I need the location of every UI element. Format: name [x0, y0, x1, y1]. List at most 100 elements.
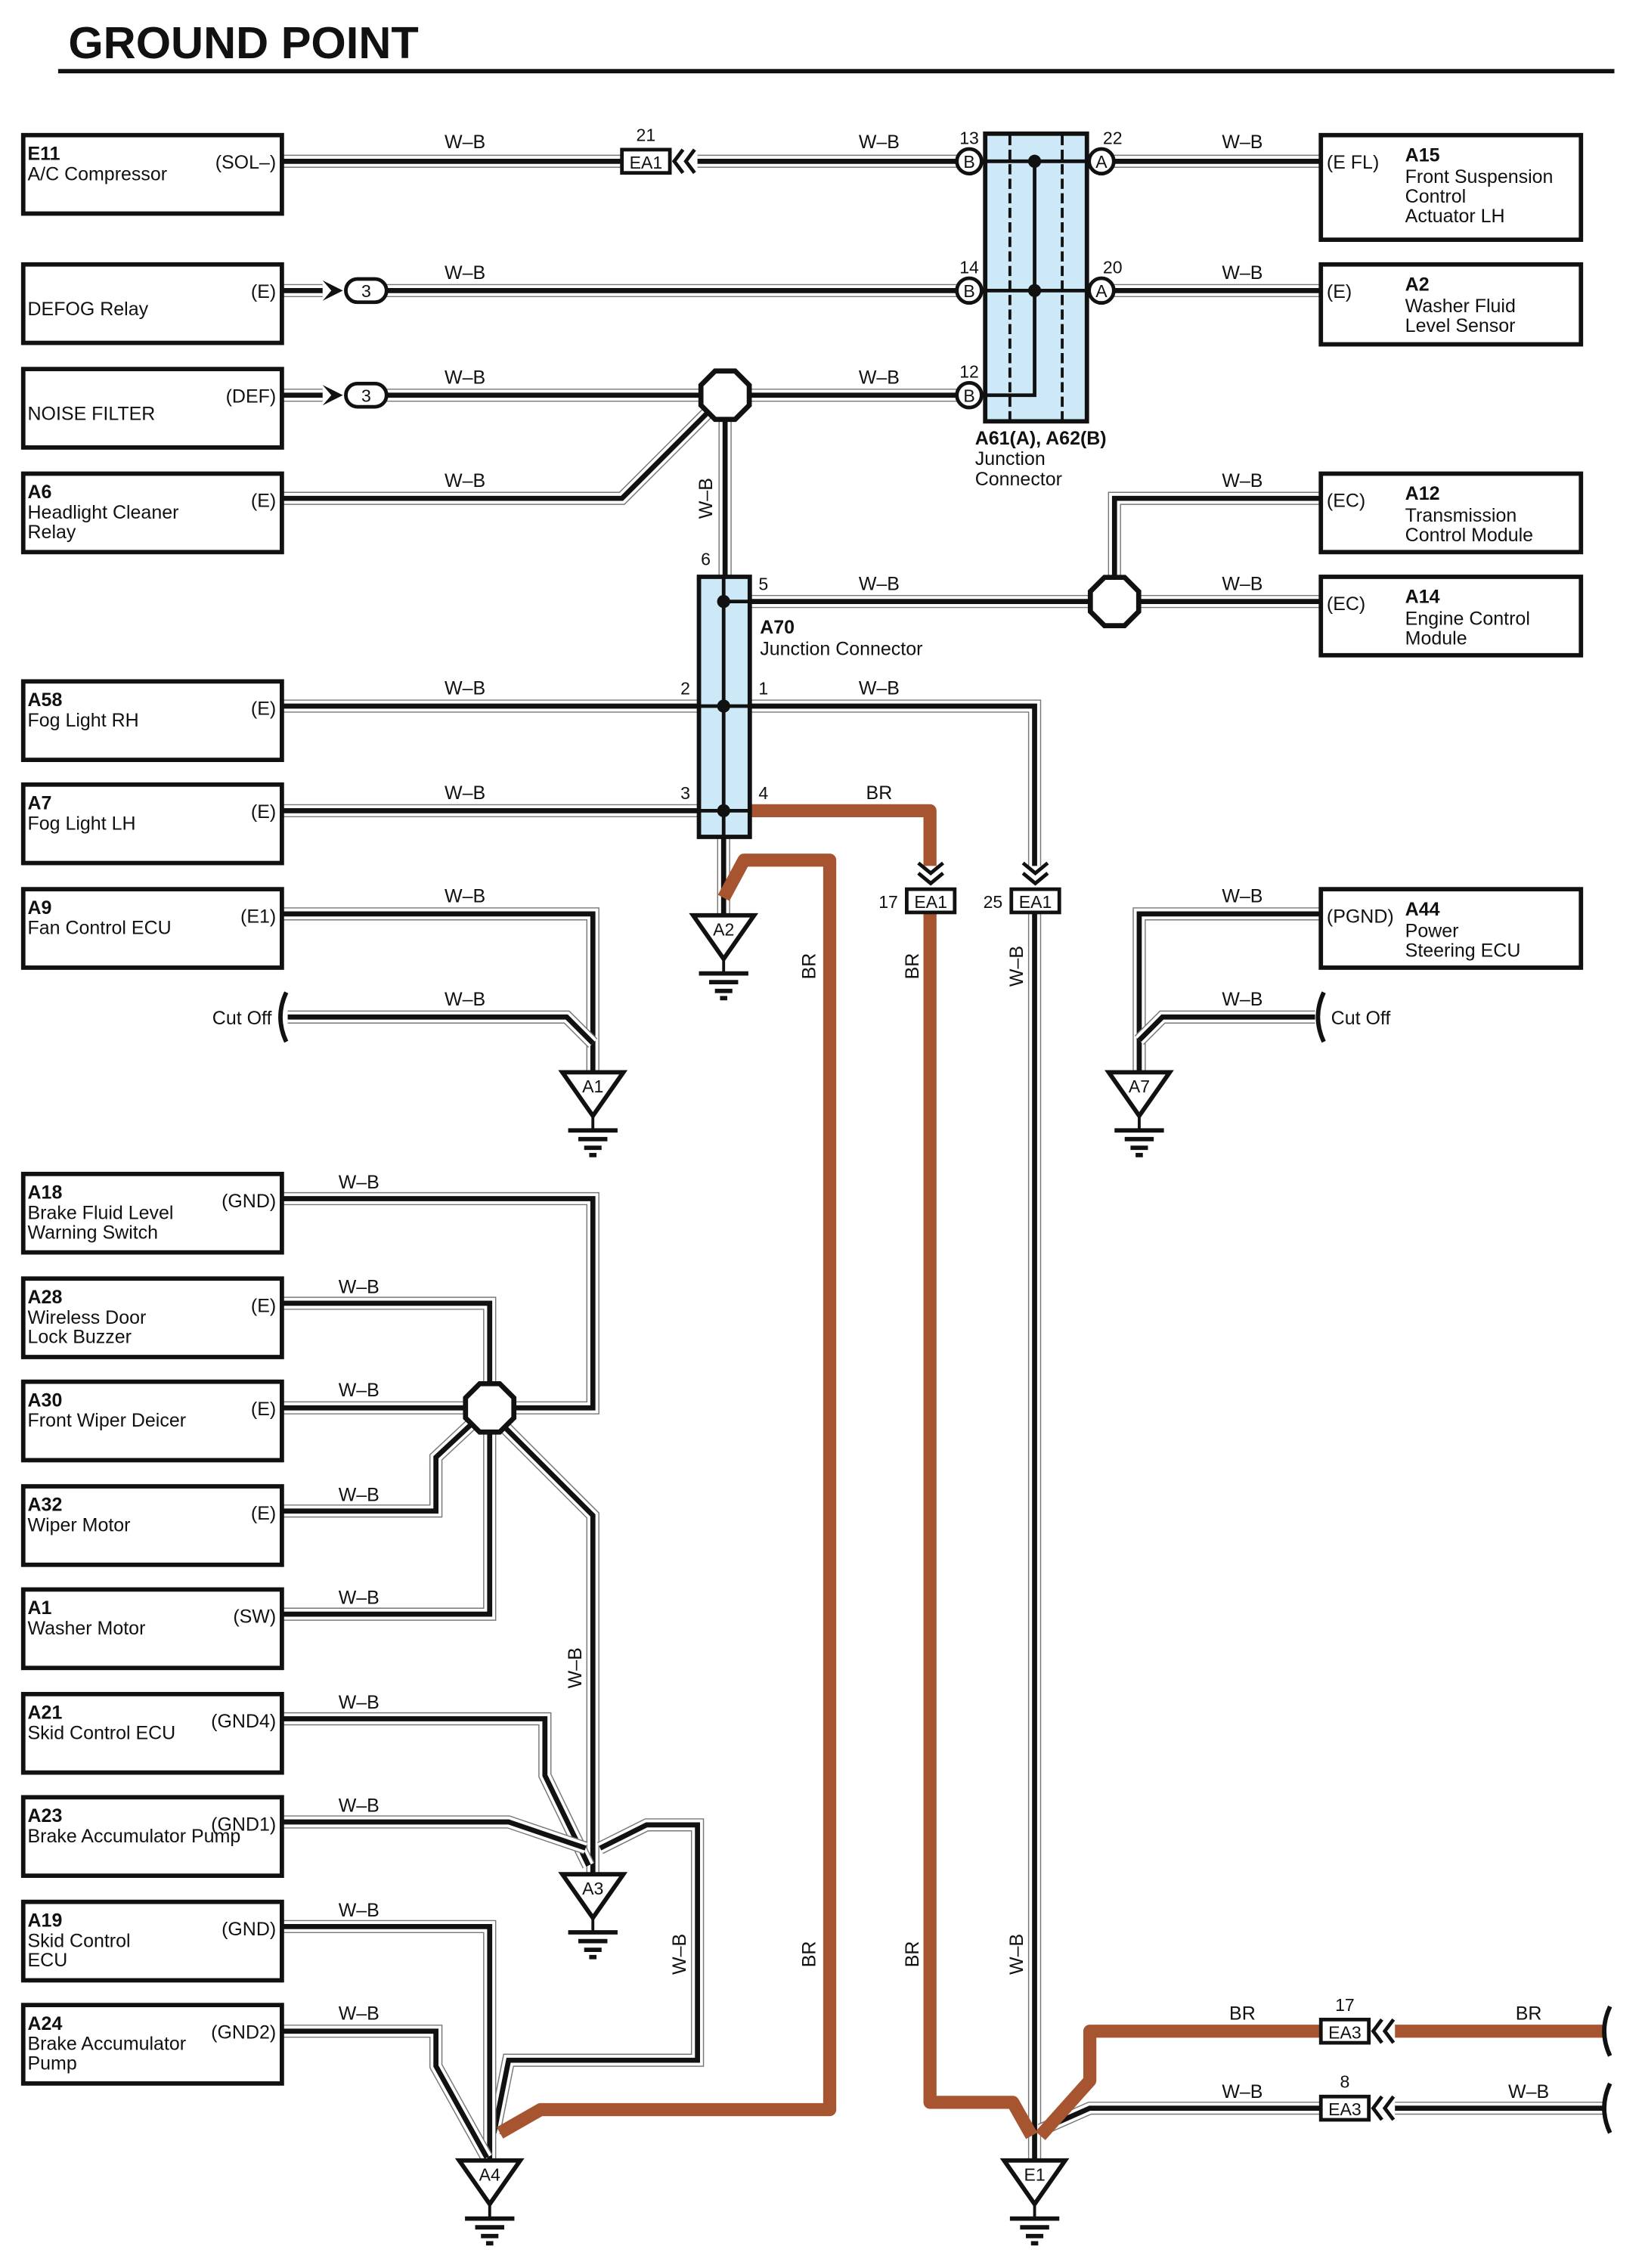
connector-code: EA3: [1328, 2099, 1362, 2119]
junction-label: A70: [760, 617, 795, 638]
chevron-icon: [1371, 2095, 1383, 2121]
connector-pin-number: 17: [1335, 1995, 1355, 2015]
junction-pin-number: 20: [1103, 257, 1123, 277]
junction-pin-letter: B: [963, 386, 974, 405]
component-box: [1318, 132, 1584, 242]
component-name: Fog Light RH: [28, 710, 139, 731]
wire-color-label: BR: [798, 953, 819, 980]
wire-color-label: W–B: [696, 478, 717, 519]
wire-wb-fill: [283, 1412, 484, 1517]
component-id: A58: [28, 689, 63, 711]
junction-name: Connector: [975, 469, 1062, 490]
component-name: Control: [1405, 186, 1467, 207]
junction-pin-number: 5: [758, 574, 768, 593]
wire-color-label: W–B: [339, 2003, 380, 2024]
wire-wb: [283, 1919, 497, 2161]
component-id: A32: [28, 1495, 63, 1516]
splice-point: [463, 1380, 517, 1435]
component-name: NOISE FILTER: [28, 403, 156, 424]
wire-wb-fill: [283, 908, 599, 1073]
pin-label: (EC): [1327, 593, 1365, 615]
ground-triangle-icon: [689, 912, 759, 963]
component-name: Brake Accumulator Pump: [28, 1826, 241, 1847]
wire-wb-stripe: [283, 2028, 489, 2159]
component-box: [20, 1795, 284, 1878]
ground-triangle-icon: [999, 2158, 1070, 2208]
pin-label: (E): [251, 801, 276, 823]
chevron-icon: [1021, 872, 1049, 886]
junction-pin-circle: [1087, 147, 1116, 176]
chevron-icon: [917, 861, 944, 876]
cut-off-bracket-icon: [1602, 2082, 1613, 2134]
connector-oval: [344, 381, 389, 409]
component-name: Pump: [28, 2053, 77, 2074]
wire-br: [923, 912, 1038, 2139]
junction-pin-circle: [955, 147, 984, 176]
component-box: [20, 2003, 284, 2086]
ground-label: A2: [713, 920, 734, 940]
wire-wb-stripe: [749, 703, 1037, 866]
wire-color-label: W–B: [669, 1934, 690, 1975]
wire-color-label: W–B: [1222, 573, 1262, 594]
wire-color-label: W–B: [339, 1276, 380, 1297]
component-noise-filter: NOISE FILTER(DEF): [20, 367, 284, 450]
wire-color-label: W–B: [445, 989, 485, 1010]
wire-wb-stripe: [283, 1408, 493, 1617]
component-name: Washer Fluid: [1405, 296, 1516, 317]
component-id: E11: [28, 143, 60, 164]
component-name: Fog Light LH: [28, 813, 136, 834]
wire-wb-stripe: [283, 406, 714, 501]
pin-label: (GND4): [211, 1711, 276, 1732]
component-id: A24: [28, 2013, 63, 2034]
component-id: A21: [28, 1703, 63, 1724]
junction-dot: [1027, 154, 1042, 168]
wire-color-label: W–B: [1222, 989, 1262, 1010]
wire-wb-fill: [283, 2025, 492, 2161]
junction-dot: [1027, 284, 1042, 298]
component-id: A44: [1405, 899, 1440, 920]
wire-color-label: W–B: [445, 678, 485, 699]
chevron-icon: [917, 872, 944, 886]
connector-box: [1318, 2017, 1371, 2045]
component-box: [20, 1379, 284, 1463]
cut-off-label: Cut Off: [212, 1008, 272, 1029]
cut-off-bracket-icon: [278, 991, 289, 1043]
component-name: Washer Motor: [28, 1618, 146, 1639]
connector-box: [1009, 887, 1061, 915]
cut-off-label: Cut Off: [1331, 1008, 1391, 1029]
component-name: Transmission: [1405, 505, 1517, 526]
junction-pin-letter: A: [1095, 281, 1108, 301]
component-box: [20, 887, 284, 970]
wire-wb: [283, 1297, 497, 1408]
component-name: Fan Control ECU: [28, 918, 172, 939]
arrow-icon: [322, 280, 343, 301]
ground-point-a7: A7: [1104, 1070, 1174, 1157]
connector-code: EA1: [630, 153, 663, 172]
wire-wb-stripe: [283, 1414, 482, 1514]
pin-label: (E): [251, 1503, 276, 1524]
wire-wb: [283, 1411, 485, 1518]
pin-label: (E): [251, 699, 276, 720]
wire-color-label: BR: [902, 1941, 923, 1968]
pin-label: (GND2): [211, 2022, 276, 2043]
junction-pin-letter: B: [963, 281, 974, 301]
wire-color-label: W–B: [1006, 1934, 1027, 1975]
wire-color-label: W–B: [1006, 946, 1027, 987]
wire-wb-stripe: [499, 1422, 596, 1875]
wire-color-label: W–B: [859, 678, 900, 699]
ground-point-a3: A3: [558, 1872, 628, 1960]
wire-color-label: W–B: [339, 1900, 380, 1921]
component-id: A19: [28, 1910, 63, 1931]
component-id: A30: [28, 1390, 63, 1411]
junction-pin-letter: B: [963, 152, 974, 172]
component-id: A2: [1405, 274, 1430, 295]
wire-color-label: W–B: [339, 1172, 380, 1193]
wire-wb-fill: [283, 404, 716, 504]
wire-wb-stripe: [283, 1924, 493, 2161]
